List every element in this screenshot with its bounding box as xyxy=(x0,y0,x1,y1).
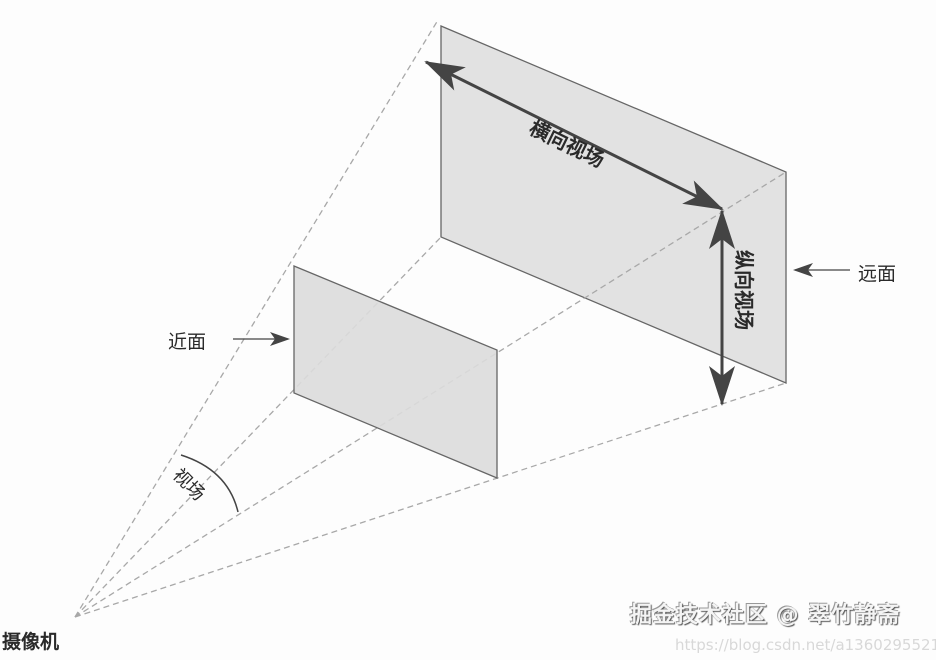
far-plane-label: 远面 xyxy=(858,263,897,285)
near-plane-label: 近面 xyxy=(168,331,207,353)
frustum-edge-top-left xyxy=(74,19,439,618)
site-watermark: 掘金技术社区 @ 翠竹静斋 xyxy=(630,603,901,628)
fov-arc xyxy=(180,454,239,513)
camera-label: 摄像机 xyxy=(2,631,60,653)
url-watermark: https://blog.csdn.net/a1360295521​8 xyxy=(675,636,936,654)
frustum-edge-bottom-right xyxy=(74,382,787,618)
vertical-fov-label: 纵向视场 xyxy=(732,250,756,330)
near-plane xyxy=(293,265,498,479)
horizontal-fov-arrow xyxy=(424,60,724,211)
frustum-edge-bottom-left xyxy=(74,236,442,618)
